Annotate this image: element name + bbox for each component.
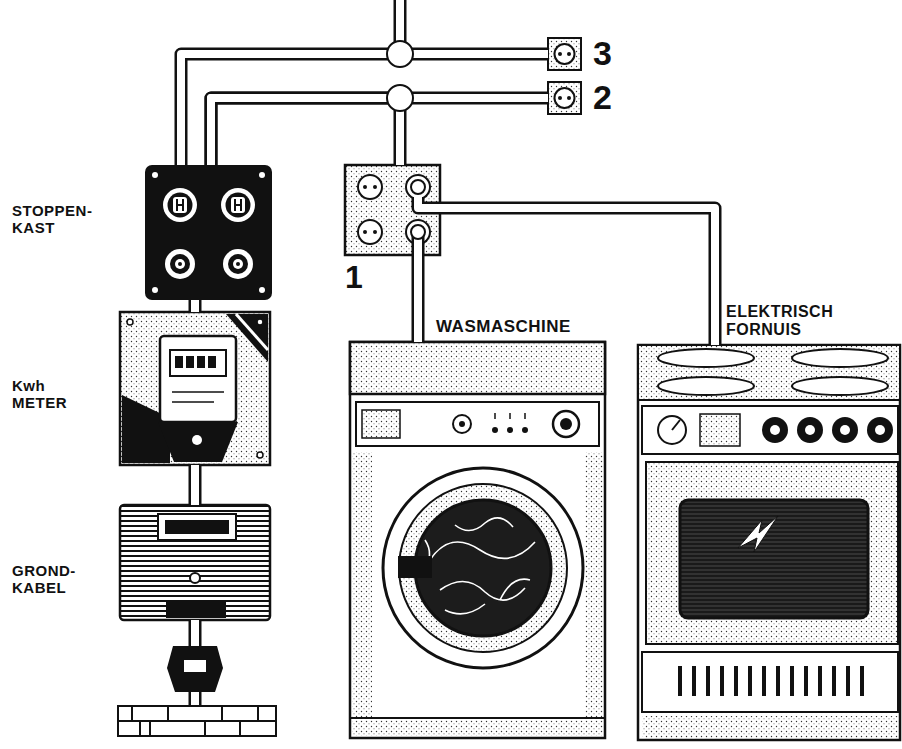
cable bbox=[189, 465, 202, 505]
fuse-box-drawing bbox=[145, 165, 272, 300]
washing-machine: WASMASCHINE bbox=[350, 342, 605, 738]
cable-core bbox=[181, 54, 548, 165]
cable-clamp bbox=[184, 660, 206, 672]
cable-clamp bbox=[167, 646, 223, 692]
part-label: GROND- KABEL bbox=[12, 563, 94, 597]
hotplates bbox=[658, 349, 888, 395]
plug-cable bbox=[418, 197, 441, 208]
cable-box-window bbox=[158, 514, 236, 540]
meter-scale bbox=[172, 391, 224, 393]
wall-outlet: 2 bbox=[548, 82, 581, 114]
ground-cable-drawing bbox=[118, 505, 276, 736]
cable bbox=[189, 300, 202, 312]
electric-stove: ELEKTRISCH FORNUIS bbox=[638, 345, 900, 740]
callout-number: 2 bbox=[593, 78, 612, 116]
junction-box bbox=[387, 85, 413, 111]
fuse-box-housing bbox=[145, 165, 272, 300]
kwh-meter: Kwh METER bbox=[120, 312, 270, 465]
callout-number: 3 bbox=[593, 34, 612, 72]
oven-window bbox=[680, 500, 868, 618]
cable-box bbox=[120, 505, 270, 620]
door-handle bbox=[398, 556, 432, 578]
meter-panel bbox=[120, 312, 270, 465]
meter-screws bbox=[127, 319, 263, 458]
riser-cable bbox=[394, 0, 407, 42]
callout-number: 1 bbox=[345, 260, 363, 296]
drawer-slits bbox=[680, 666, 862, 696]
cable bbox=[412, 255, 425, 342]
kwh-meter-drawing bbox=[120, 312, 270, 465]
plug bbox=[411, 180, 425, 194]
laundry bbox=[423, 518, 535, 614]
plug bbox=[411, 225, 425, 239]
fuse-box-screws bbox=[152, 172, 265, 293]
appliance-label: WASMASCHINE bbox=[436, 317, 571, 336]
cable-box-seal bbox=[190, 573, 200, 583]
appliance-label: ELEKTRISCH FORNUIS bbox=[726, 303, 876, 339]
wall-outlet-drawing bbox=[548, 38, 581, 114]
wall-outlet: 3 bbox=[548, 38, 581, 70]
cable-box-window bbox=[165, 520, 229, 534]
cable-core bbox=[191, 465, 199, 505]
cable-core bbox=[211, 98, 400, 165]
meter-seal bbox=[192, 435, 202, 445]
meter-terminal-cover bbox=[158, 422, 238, 462]
ground-cable-box: GROND- KABEL bbox=[120, 505, 270, 620]
meter-device bbox=[160, 336, 236, 422]
junction-box bbox=[387, 41, 413, 67]
cable-core bbox=[191, 300, 199, 312]
part-label: STOPPEN- KAST bbox=[12, 203, 107, 237]
floor bbox=[118, 706, 276, 736]
part-label: Kwh METER bbox=[12, 378, 82, 412]
meter-counter bbox=[175, 356, 216, 368]
fuse-symbol bbox=[163, 188, 255, 222]
cable bbox=[181, 54, 548, 165]
washing-machine-drawing bbox=[350, 342, 605, 738]
lightning-symbol bbox=[738, 516, 778, 552]
stove-knobs bbox=[762, 417, 893, 443]
floor-hatching bbox=[118, 706, 276, 736]
cable-core bbox=[414, 255, 422, 342]
plug-cable bbox=[418, 197, 441, 208]
cable-box-base bbox=[166, 600, 226, 618]
cable-core bbox=[211, 98, 548, 165]
cable bbox=[211, 98, 548, 165]
meter-scale bbox=[172, 401, 214, 403]
fuse-socket bbox=[165, 249, 253, 279]
outlet-box-drawing bbox=[345, 165, 441, 256]
meter-window bbox=[170, 350, 226, 376]
meter-highlight bbox=[236, 314, 268, 350]
riser-cable bbox=[396, 0, 404, 42]
outlet-box: 1 bbox=[345, 165, 440, 255]
fuse-box: STOPPEN- KAST bbox=[145, 165, 272, 300]
electric-stove-drawing bbox=[638, 345, 900, 740]
cable bbox=[211, 98, 400, 165]
